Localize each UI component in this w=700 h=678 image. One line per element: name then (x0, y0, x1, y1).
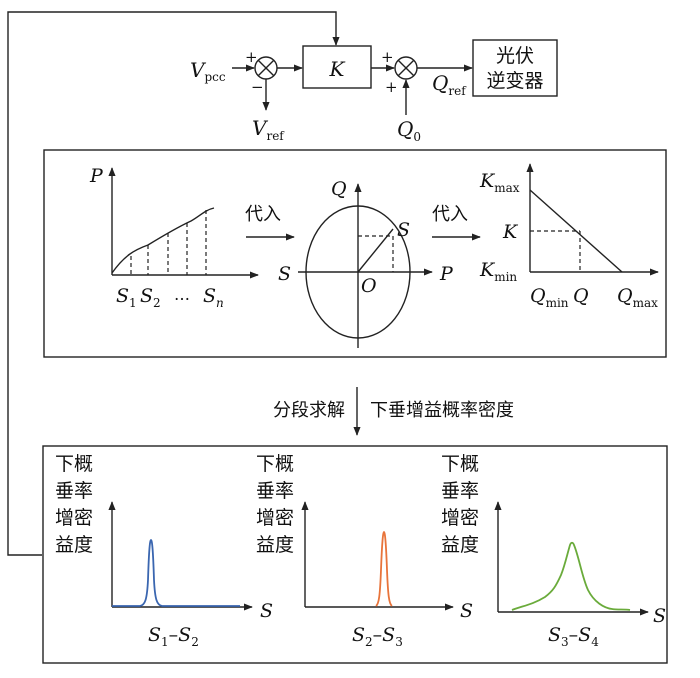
density2-ylabel-line3: 增密 (256, 507, 294, 529)
qmax-label: Qmax (617, 285, 658, 310)
density-panel (42, 445, 668, 664)
density3-ylabel-line3: 增密 (441, 507, 479, 529)
sum2-plus-bottom: + (385, 78, 398, 96)
s2-label: S2 (140, 285, 161, 310)
segment-label-2: S2–S3 (352, 624, 403, 649)
kmin-label: Kmin (479, 259, 517, 284)
gain-k-block (302, 45, 372, 89)
s-left-label: S (278, 263, 291, 285)
substitute-label-2: 代入 (432, 204, 468, 225)
density-curve-2 (375, 531, 393, 607)
density1-ylabel-line2: 垂率 (55, 480, 93, 502)
control-loop: Vpcc + − Vref K + + Q0 Qref (7, 11, 558, 556)
density3-ylabel-line2: 垂率 (441, 480, 479, 502)
gain-k-label: K (329, 57, 346, 81)
x-axis-label-2: S (460, 600, 473, 622)
substitute-label-1: 代入 (245, 204, 281, 225)
sum2-plus-left: + (381, 48, 394, 66)
density1-ylabel-line3: 增密 (55, 507, 93, 529)
pv-inverter-line2: 逆变器 (486, 70, 543, 92)
sum1-minus-sign: − (251, 78, 264, 96)
density1-ylabel-line4: 益度 (55, 534, 93, 556)
ellipsis-label: … (174, 285, 190, 304)
summing-junction-2 (394, 56, 418, 80)
p-axis-label-circle: P (439, 263, 454, 285)
vpcc-label: Vpcc (190, 58, 226, 84)
vref-label: Vref (252, 116, 285, 143)
feedback-line (7, 11, 340, 556)
droop-kq-chart: Kmax K Kmin Qmin Q Qmax (479, 163, 659, 310)
density-chart-2: 下概 垂率 增密 益度 S S2–S3 (256, 453, 473, 649)
density3-ylabel-line4: 益度 (441, 534, 479, 556)
density2-ylabel-line2: 垂率 (256, 480, 294, 502)
pq-circle-chart: Q S S O P (278, 178, 454, 348)
q0-label: Q0 (397, 117, 421, 144)
density3-ylabel-line1: 下概 (441, 453, 479, 475)
x-axis-label-3: S (653, 605, 666, 627)
droop-gain-density-text: 下垂增益概率密度 (370, 400, 514, 421)
kmax-label: Kmax (479, 170, 520, 195)
s-point-label: S (397, 219, 410, 241)
density2-ylabel-line4: 益度 (256, 534, 294, 556)
q-axis-label: Q (331, 178, 347, 200)
segment-label-3: S3–S4 (548, 624, 599, 649)
sn-label: Sn (203, 285, 224, 310)
qmin-label: Qmin (530, 285, 569, 310)
segment-solve-text: 分段求解 (273, 400, 345, 421)
s1-label: S1 (116, 285, 137, 310)
qref-label: Qref (432, 71, 467, 98)
density-curve-1 (112, 539, 240, 607)
density-chart-3: 下概 垂率 增密 益度 S S3–S4 (441, 453, 666, 649)
capability-circle (305, 205, 411, 339)
power-curve (111, 207, 215, 274)
process-panel (43, 149, 667, 358)
q-label: Q (573, 285, 589, 307)
pv-inverter-line1: 光伏 (496, 45, 534, 67)
density-curve-3 (511, 541, 631, 611)
sum1-plus-sign: + (245, 48, 258, 66)
density1-ylabel-line1: 下概 (55, 453, 93, 475)
k-label: K (502, 221, 519, 243)
summing-junction-1 (254, 56, 278, 80)
pv-power-curve-chart: P S1 S2 … Sn (89, 165, 259, 310)
origin-label: O (361, 275, 377, 297)
segment-label-1: S1–S2 (148, 624, 199, 649)
p-axis-label: P (89, 165, 104, 187)
pv-inverter-block (472, 39, 558, 97)
density-chart-1: 下概 垂率 增密 益度 S S1–S2 (55, 453, 273, 649)
x-axis-label-1: S (260, 600, 273, 622)
density2-ylabel-line1: 下概 (256, 453, 294, 475)
